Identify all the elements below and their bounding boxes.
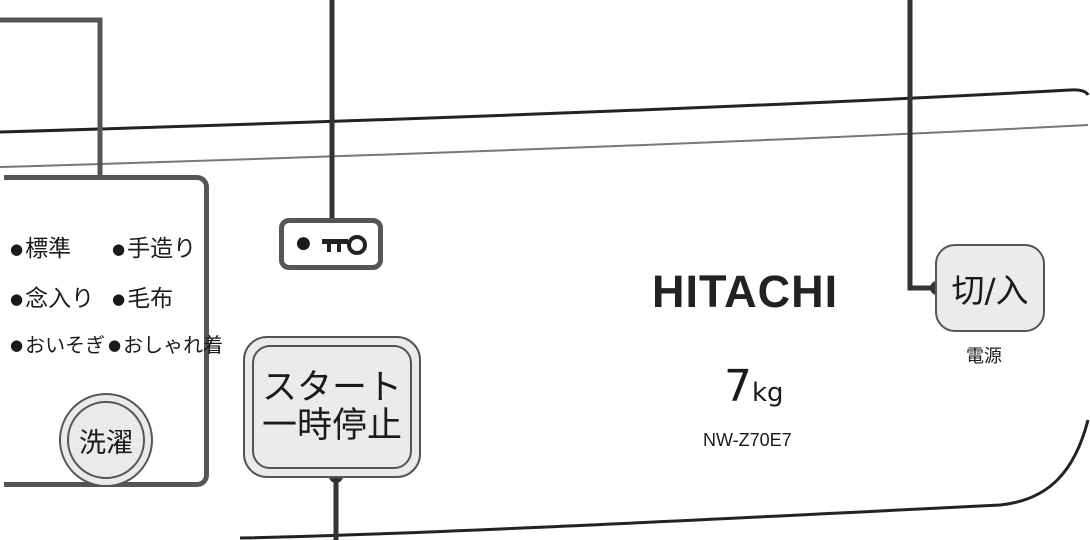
course-option-standard: ●標準: [10, 236, 72, 262]
power-caption: 電源: [966, 346, 1002, 367]
power-button[interactable]: 切/入: [935, 244, 1045, 332]
course-option-delicate: ●おしゃれ着: [108, 333, 224, 357]
key-icon: [322, 235, 367, 255]
start-pause-button[interactable]: スタート 一時停止: [243, 336, 421, 478]
capacity-label: 7kg: [724, 365, 784, 409]
child-lock-indicator: ●: [279, 218, 383, 270]
capacity-unit: kg: [752, 378, 784, 408]
indicator-dot: ●: [112, 290, 126, 308]
wash-button[interactable]: 洗濯: [59, 393, 153, 487]
model-number: NW-Z70E7: [703, 430, 792, 450]
capacity-value: 7: [724, 361, 752, 412]
indicator-dot: ●: [108, 336, 122, 354]
course-panel: ●標準 ●手造り ●念入り ●毛布 ●おいそぎ ●おしゃれ着 洗濯: [4, 175, 223, 487]
indicator-dot: ●: [112, 240, 126, 258]
course-option-thorough: ●念入り: [10, 286, 95, 312]
brand-logo: HITACHI: [652, 266, 839, 317]
indicator-dot: ●: [10, 240, 24, 258]
course-option-handmade: ●手造り: [112, 236, 197, 262]
indicator-dot: ●: [10, 290, 24, 308]
power-button-label: 切/入: [951, 271, 1029, 310]
indicator-dot: ●: [10, 336, 24, 354]
course-option-blanket: ●毛布: [112, 286, 174, 312]
course-option-quick: ●おいそぎ: [10, 333, 106, 357]
pause-label: 一時停止: [261, 406, 402, 446]
lock-indicator-dot: ●: [296, 233, 311, 253]
start-pause-label: スタート 一時停止: [252, 345, 412, 469]
start-label: スタート: [261, 367, 402, 408]
wash-button-label: 洗濯: [67, 401, 145, 479]
